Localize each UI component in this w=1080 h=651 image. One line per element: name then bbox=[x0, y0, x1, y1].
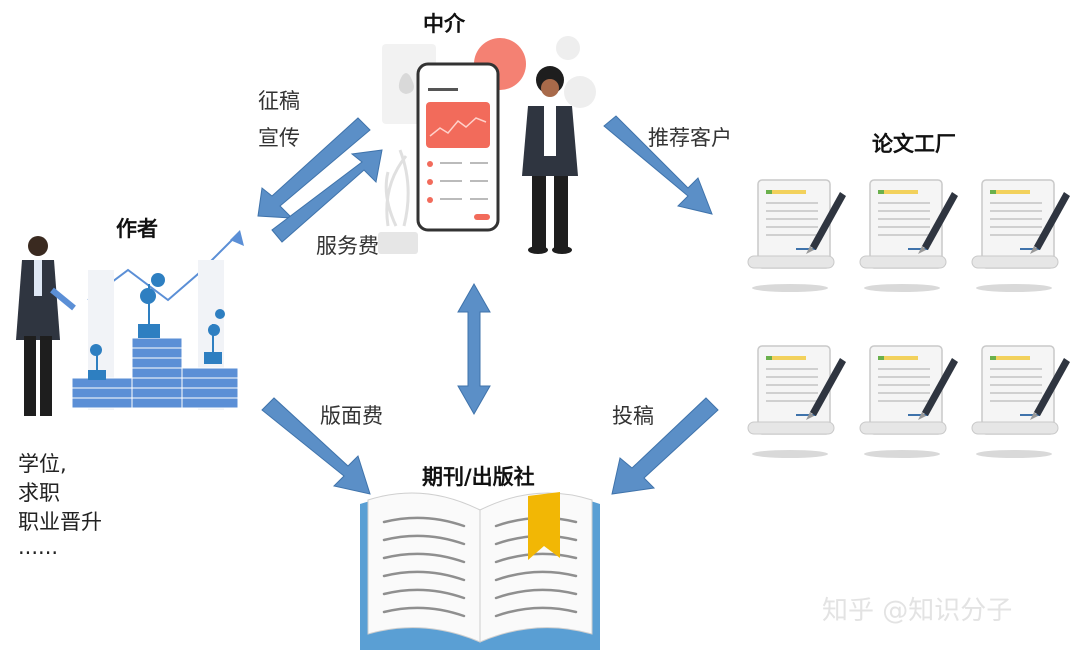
intermediary-illustration bbox=[378, 36, 596, 254]
arrow-intermediary-journal bbox=[457, 282, 491, 416]
flow-label-submit: 投稿 bbox=[612, 404, 654, 428]
bookmark-icon bbox=[528, 492, 560, 560]
flow-label-promote: 宣传 bbox=[258, 126, 300, 150]
intermediary-title: 中介 bbox=[423, 12, 465, 36]
author-goal-item: 求职 bbox=[18, 481, 60, 505]
arrow-submit-to-journal bbox=[611, 397, 719, 495]
arrow-page-fee-to-journal bbox=[261, 397, 371, 495]
flow-label-recommend-clients: 推荐客户 bbox=[648, 126, 732, 150]
arrow-recommend-to-factory bbox=[603, 115, 713, 215]
journal-title: 期刊/出版社 bbox=[422, 465, 535, 489]
arrow-service-fee-to-intermediary bbox=[271, 149, 383, 243]
flow-label-solicit: 征稿 bbox=[258, 89, 300, 113]
journal-book-illustration bbox=[360, 492, 600, 650]
flow-label-service-fee: 服务费 bbox=[316, 234, 379, 258]
author-illustration bbox=[16, 230, 244, 416]
author-goal-item: 学位, bbox=[18, 452, 67, 476]
arrow-solicit-to-author bbox=[257, 117, 371, 219]
watermark: 知乎 @知识分子 bbox=[822, 596, 1013, 626]
paper-factory-illustration bbox=[747, 179, 1071, 459]
author-goal-item: 职业晋升 bbox=[18, 510, 102, 534]
author-title: 作者 bbox=[116, 217, 158, 241]
flow-label-page-fee: 版面费 bbox=[320, 404, 383, 428]
author-goal-item: ...... bbox=[18, 535, 59, 559]
author-goals-list: 学位, 求职 职业晋升 ...... bbox=[18, 450, 102, 559]
paper-factory-title: 论文工厂 bbox=[872, 132, 956, 156]
